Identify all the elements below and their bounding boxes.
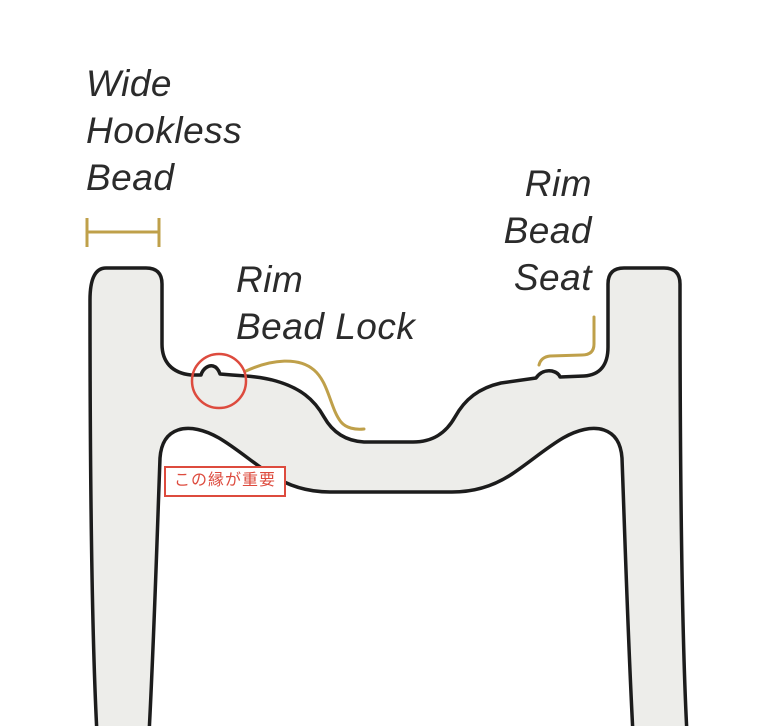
important-edge-callout: この縁が重要 [164,466,287,497]
label-rim-bead-lock: Rim Bead Lock [236,256,415,350]
label-line: Bead [503,210,592,251]
label-line: Seat [513,257,592,298]
bead-seat-leader-line [537,315,596,367]
label-line: Rim [524,163,592,204]
label-line: Rim [236,259,304,300]
bead-width-bracket [85,218,161,247]
label-line: Bead Lock [236,306,416,347]
label-wide-hookless-bead: Wide Hookless Bead [86,60,242,201]
bead-lock-highlight-circle [190,352,248,410]
label-rim-bead-seat: Rim Bead Seat [504,160,592,301]
label-line: Bead [86,157,175,198]
rim-cross-section [88,266,689,726]
label-line: Wide [86,63,172,104]
bead-lock-leader-line [244,359,366,431]
label-line: Hookless [86,110,243,151]
